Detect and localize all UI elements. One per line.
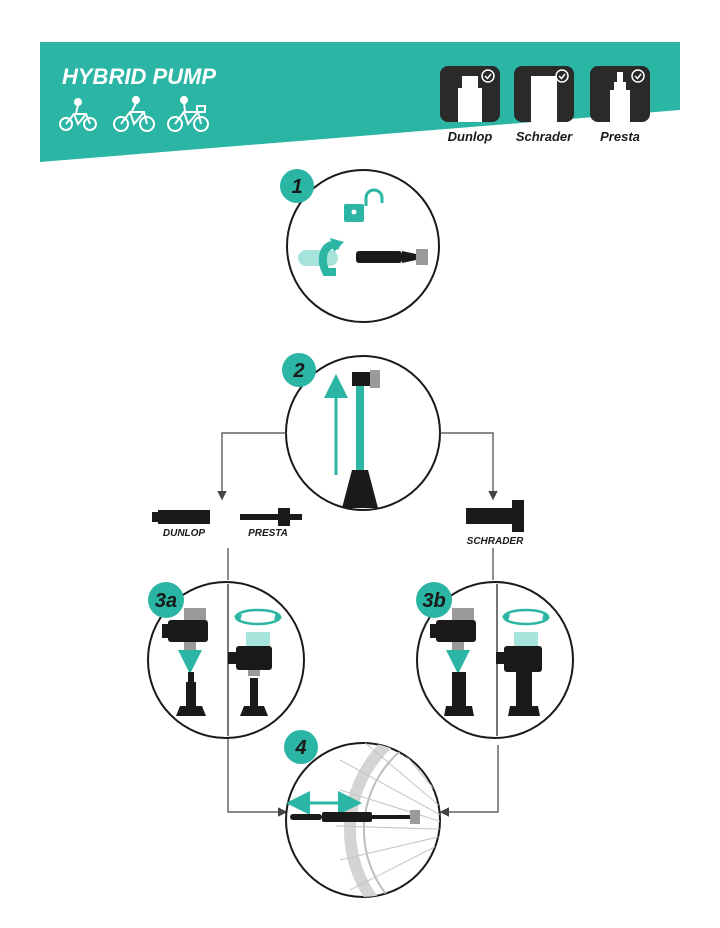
schrader-valve-icon xyxy=(508,672,540,716)
branch-label-presta: PRESTA xyxy=(248,528,288,539)
valve-type-presta: Presta xyxy=(590,66,650,144)
presta-valve-icon xyxy=(176,672,206,716)
valve-type-schrader: Schrader xyxy=(514,66,574,144)
step-2: 2 xyxy=(282,353,441,511)
basket-bike-icon xyxy=(167,96,209,132)
step-2-badge xyxy=(282,353,316,387)
schrader-valve-icon xyxy=(531,76,557,122)
step-1-badge xyxy=(280,169,314,203)
step-1-circle xyxy=(286,169,440,323)
pump-head-icon xyxy=(228,632,272,676)
banner-title: HYBRID PUMP xyxy=(62,64,216,89)
step-3b-badge xyxy=(416,582,452,618)
dunlop-valve-icon xyxy=(240,678,268,716)
check-icon xyxy=(631,69,645,83)
step-2-number: 2 xyxy=(292,360,304,382)
city-bike-icon xyxy=(113,96,155,132)
pump-head-icon xyxy=(430,608,476,650)
dunlop-valve-icon xyxy=(458,76,482,122)
unlock-icon xyxy=(344,188,384,222)
pump-handle-icon xyxy=(298,238,428,276)
pump-hose-icon xyxy=(342,370,380,508)
step-3a-badge xyxy=(148,582,184,618)
branch-label-schrader: SCHRADER xyxy=(467,536,524,547)
header-banner: HYBRID PUMP xyxy=(40,42,680,162)
branch-presta: PRESTA xyxy=(240,508,302,539)
step-4-number: 4 xyxy=(294,737,306,759)
step-3a: 3a xyxy=(147,581,305,739)
step-3b-number: 3b xyxy=(422,590,445,612)
pump-icon xyxy=(290,810,420,824)
valve-label-schrader: Schrader xyxy=(516,129,573,144)
pump-head-icon xyxy=(496,632,542,672)
step-4: 4 xyxy=(284,730,441,898)
step-3a-number: 3a xyxy=(155,590,177,612)
presta-valve-icon xyxy=(610,72,630,122)
step-1: 1 xyxy=(280,169,440,323)
branch-schrader: SCHRADER xyxy=(466,500,524,547)
valve-label-dunlop: Dunlop xyxy=(448,129,493,144)
flow-connectors xyxy=(217,432,499,817)
step-3b: 3b xyxy=(416,581,574,739)
valve-type-dunlop: Dunlop xyxy=(440,66,500,144)
valve-label-presta: Presta xyxy=(600,129,640,144)
step-4-badge xyxy=(284,730,318,764)
branch-label-dunlop: DUNLOP xyxy=(163,528,206,539)
check-icon xyxy=(555,69,569,83)
branch-dunlop: DUNLOP xyxy=(152,510,210,539)
pump-head-icon xyxy=(162,608,208,650)
rotate-icon xyxy=(234,608,282,626)
step-1-number: 1 xyxy=(291,176,302,198)
schrader-valve-icon xyxy=(444,672,474,716)
rotate-icon xyxy=(502,608,550,626)
child-bike-icon xyxy=(59,98,97,131)
check-icon xyxy=(481,69,495,83)
